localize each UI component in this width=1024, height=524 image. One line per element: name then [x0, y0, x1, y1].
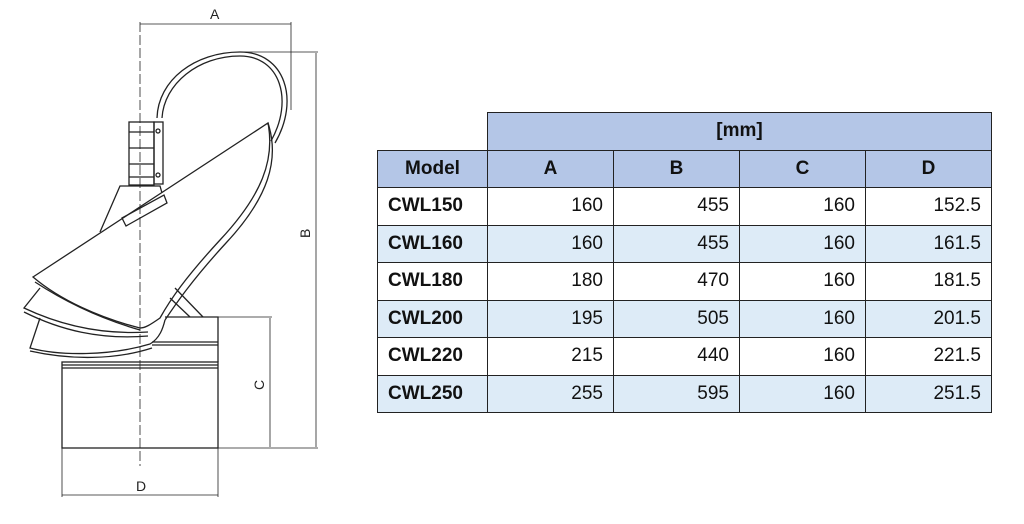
value-cell: 215 — [487, 337, 614, 376]
dimensions-table: [mm] Model A B C D CWL150 160 455 160 15… — [377, 112, 992, 413]
value-cell: 195 — [487, 299, 614, 338]
unit-header: [mm] — [487, 112, 992, 151]
column-header-a: A — [487, 149, 614, 188]
table-row: CWL220 215 440 160 221.5 — [377, 337, 992, 376]
column-header-c: C — [739, 149, 866, 188]
table-row: CWL160 160 455 160 161.5 — [377, 224, 992, 263]
value-cell: 470 — [613, 262, 740, 301]
value-cell: 160 — [739, 187, 866, 226]
value-cell: 152.5 — [865, 187, 992, 226]
value-cell: 160 — [739, 299, 866, 338]
value-cell: 595 — [613, 374, 740, 413]
value-cell: 505 — [613, 299, 740, 338]
value-cell: 221.5 — [865, 337, 992, 376]
value-cell: 161.5 — [865, 224, 992, 263]
value-cell: 181.5 — [865, 262, 992, 301]
dimension-label-a: A — [210, 6, 220, 22]
table-row: CWL150 160 455 160 152.5 — [377, 187, 992, 226]
value-cell: 160 — [739, 337, 866, 376]
value-cell: 201.5 — [865, 299, 992, 338]
model-cell: CWL250 — [377, 374, 488, 413]
base-pipe — [61, 361, 219, 449]
dimension-label-c: C — [251, 380, 267, 390]
column-header-model: Model — [377, 149, 488, 188]
table-row: CWL250 255 595 160 251.5 — [377, 374, 992, 413]
value-cell: 455 — [613, 187, 740, 226]
value-cell: 440 — [613, 337, 740, 376]
column-header-d: D — [865, 149, 992, 188]
value-cell: 160 — [487, 224, 614, 263]
model-cell: CWL150 — [377, 187, 488, 226]
value-cell: 180 — [487, 262, 614, 301]
value-cell: 160 — [739, 374, 866, 413]
model-cell: CWL220 — [377, 337, 488, 376]
model-cell: CWL180 — [377, 262, 488, 301]
value-cell: 255 — [487, 374, 614, 413]
dimension-label-d: D — [136, 478, 146, 494]
value-cell: 455 — [613, 224, 740, 263]
table-row: CWL180 180 470 160 181.5 — [377, 262, 992, 301]
value-cell: 160 — [487, 187, 614, 226]
handle-arc — [156, 51, 288, 144]
column-header-b: B — [613, 149, 740, 188]
rotating-hood — [31, 121, 271, 329]
table-row: CWL200 195 505 160 201.5 — [377, 299, 992, 338]
value-cell: 251.5 — [865, 374, 992, 413]
value-cell: 160 — [739, 262, 866, 301]
value-cell: 160 — [739, 224, 866, 263]
model-cell: CWL200 — [377, 299, 488, 338]
chimney-cowl-technical-drawing: A B C D — [22, 6, 318, 497]
dimension-label-b: B — [297, 229, 313, 238]
model-cell: CWL160 — [377, 224, 488, 263]
